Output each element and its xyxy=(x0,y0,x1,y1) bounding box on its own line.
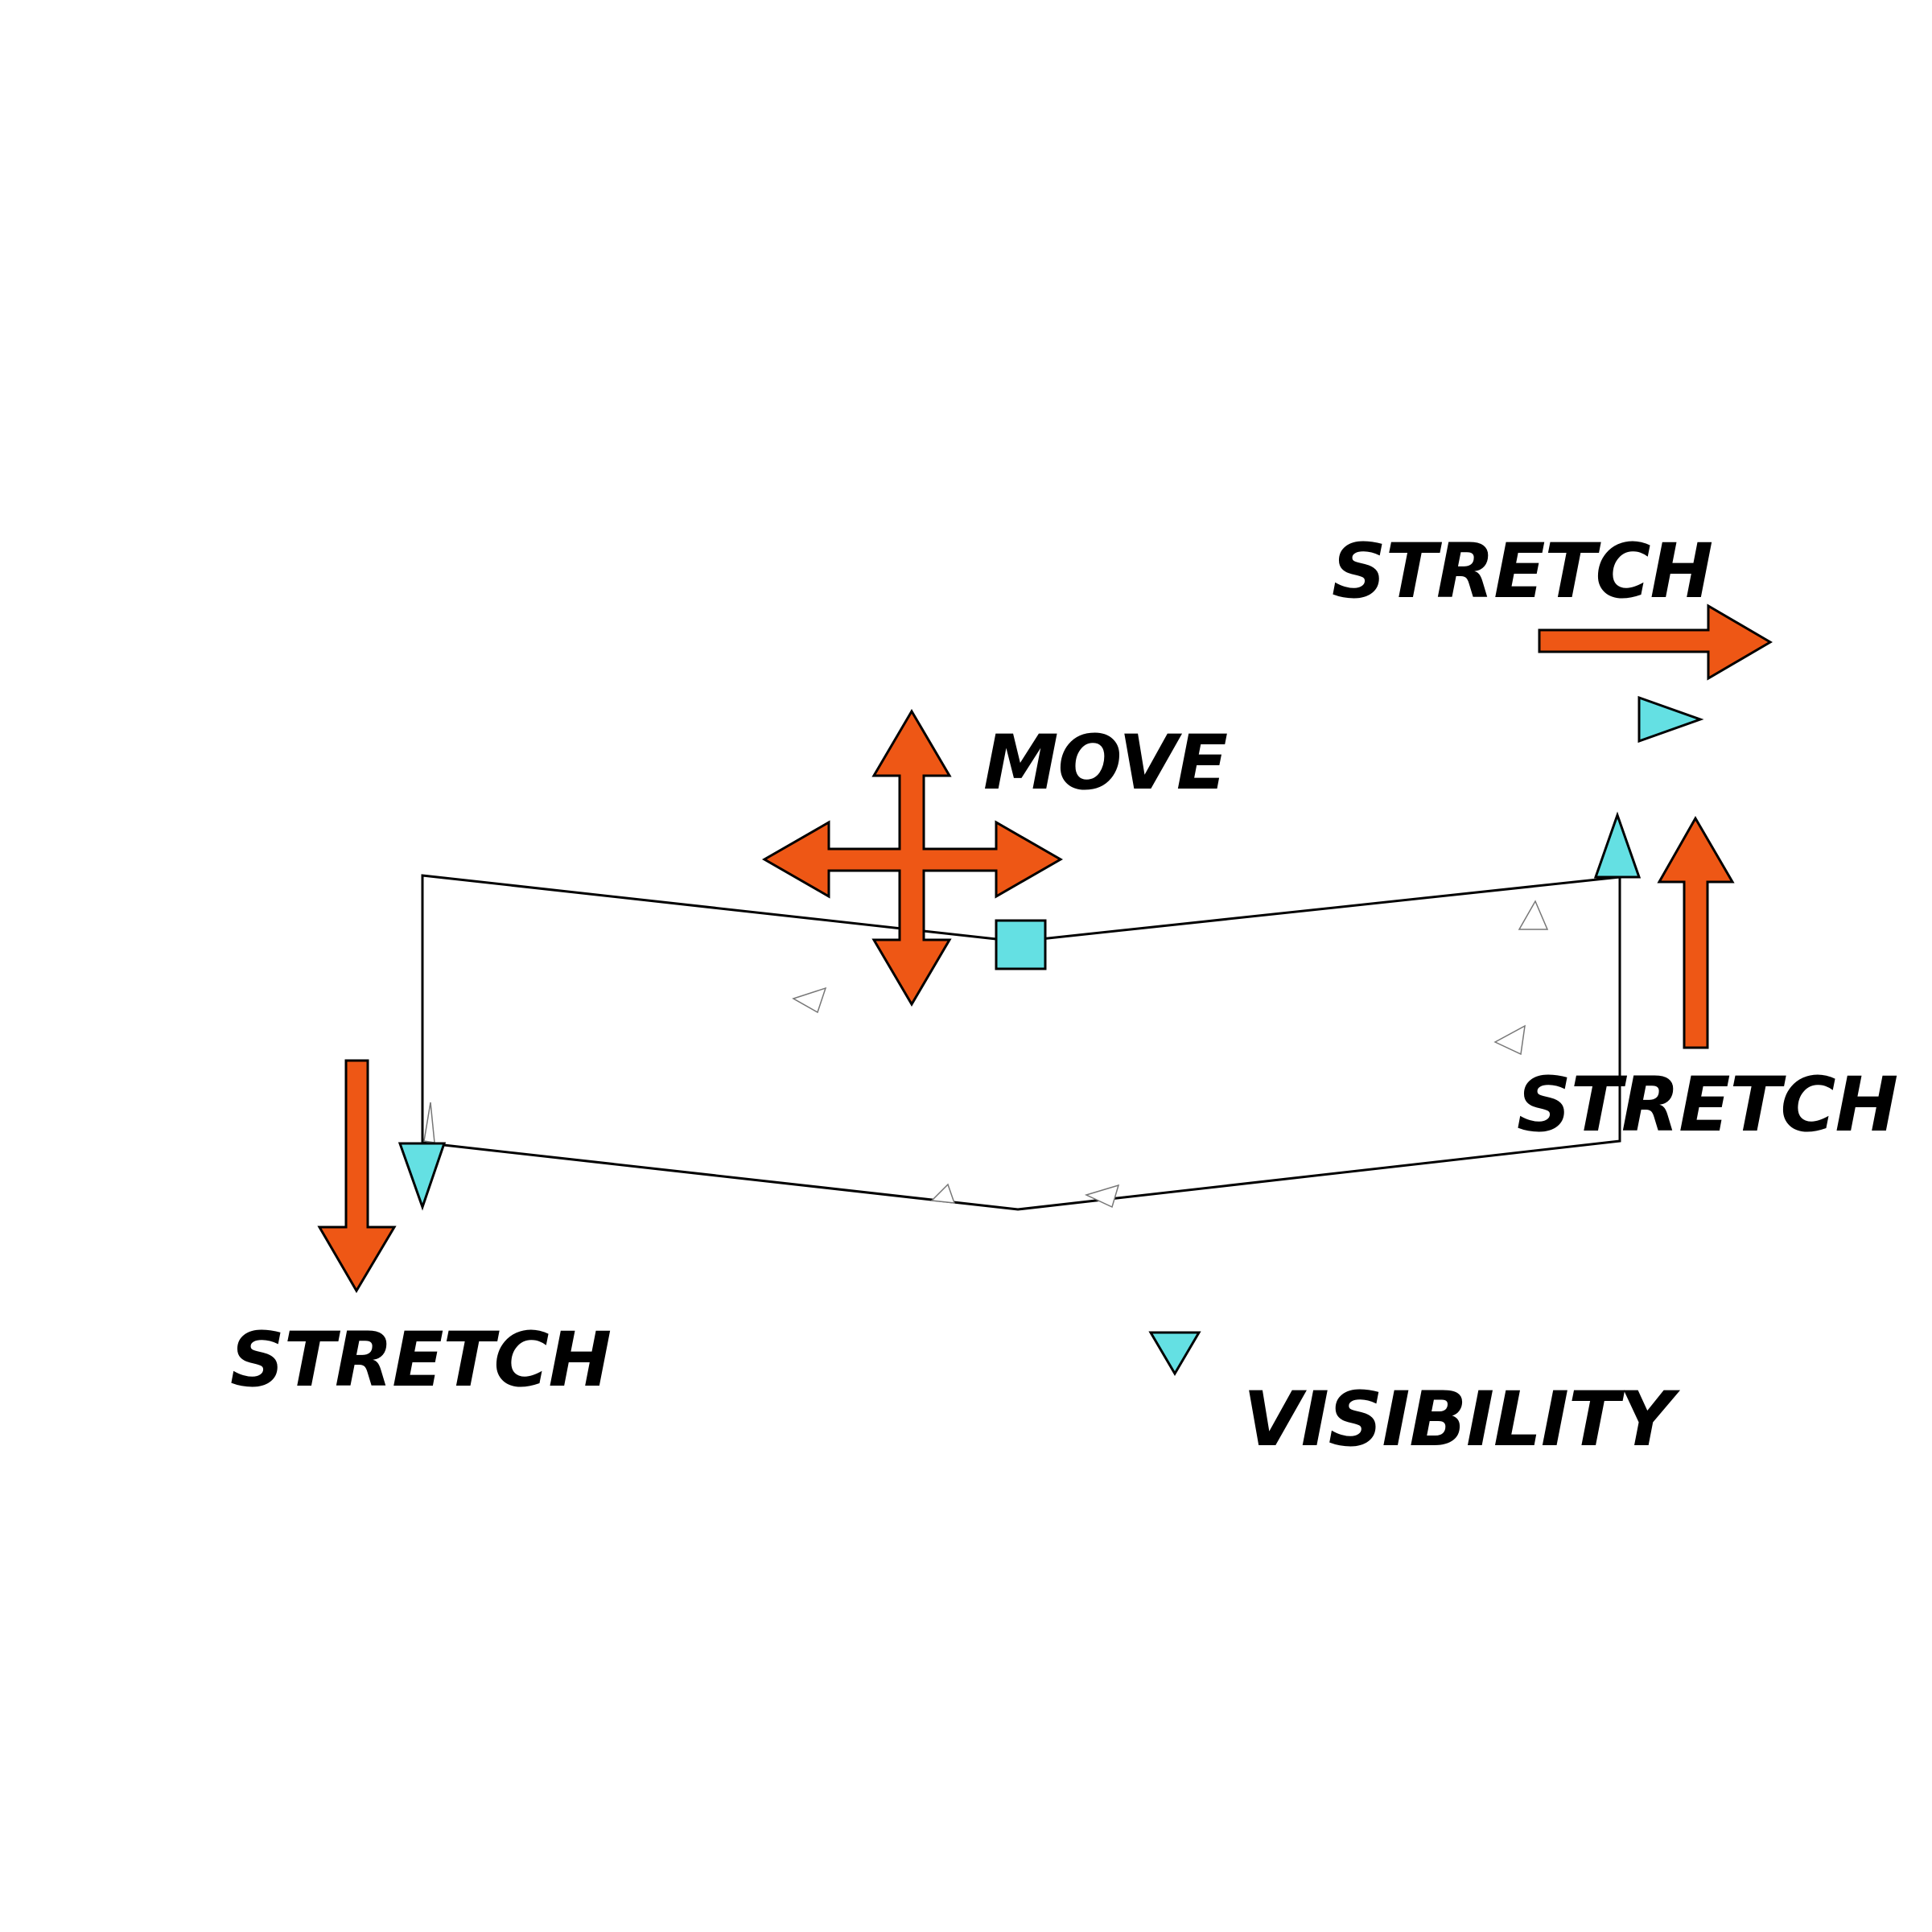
hidden-grip-hints xyxy=(423,900,1549,1209)
move-label: MOVE xyxy=(983,719,1227,807)
visibility-grip-icon[interactable] xyxy=(1148,1331,1201,1376)
move-arrow-icon[interactable] xyxy=(761,709,1064,1007)
stretch-right-label: STRETCH xyxy=(1517,1061,1897,1149)
stretch-up-arrow-icon[interactable] xyxy=(1657,815,1735,1049)
stretch-right-arrow-icon[interactable] xyxy=(1538,603,1773,681)
stretch-down-grip-icon[interactable] xyxy=(398,1142,447,1211)
stretch-right-grip-icon[interactable] xyxy=(1637,695,1704,744)
move-grip-square-icon[interactable] xyxy=(995,919,1047,970)
visibility-label: VISIBILITY xyxy=(1243,1376,1681,1464)
stretch-down-arrow-icon[interactable] xyxy=(317,1059,397,1293)
stretch-left-label: STRETCH xyxy=(230,1316,611,1404)
stretch-top-label: STRETCH xyxy=(1332,528,1712,616)
stretch-up-grip-icon[interactable] xyxy=(1593,811,1642,879)
